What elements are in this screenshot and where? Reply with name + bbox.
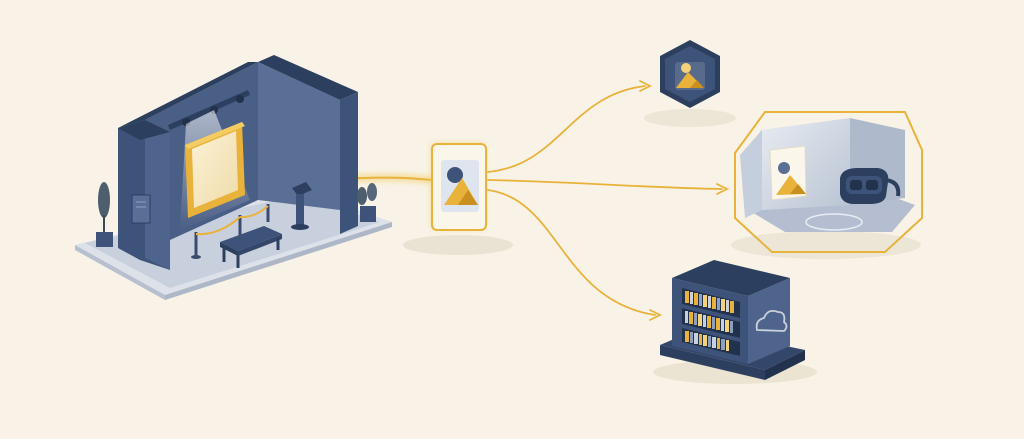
digital-badge[interactable] bbox=[644, 40, 736, 127]
cloud-archive[interactable] bbox=[653, 260, 817, 384]
gallery-artwork-frame bbox=[185, 122, 245, 218]
digitized-artwork-card[interactable] bbox=[403, 142, 513, 255]
vr-room[interactable] bbox=[731, 111, 923, 259]
arrowhead-badge bbox=[639, 80, 653, 92]
edge-artwork-to-archive bbox=[487, 189, 656, 316]
plant-left bbox=[96, 182, 113, 247]
gallery-room-icon bbox=[75, 55, 392, 300]
image-badge-icon bbox=[675, 62, 705, 90]
edge-artwork-to-badge bbox=[487, 85, 646, 173]
arrowhead-vr bbox=[716, 183, 730, 195]
cloud-icon bbox=[755, 309, 788, 332]
plant-right bbox=[357, 183, 377, 222]
edge-artwork-to-vr bbox=[487, 179, 723, 190]
bookshelf bbox=[682, 288, 740, 356]
arrowhead-archive bbox=[649, 309, 663, 321]
vr-image-icon bbox=[769, 145, 807, 201]
image-icon bbox=[441, 160, 479, 212]
vr-headset-icon bbox=[840, 168, 901, 204]
